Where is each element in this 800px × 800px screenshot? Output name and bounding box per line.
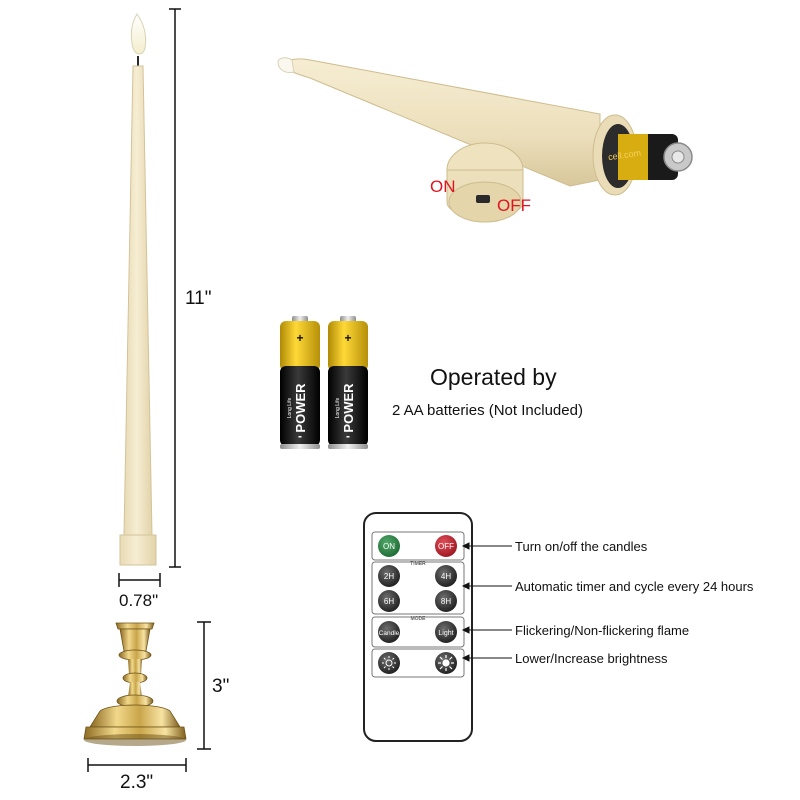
remote-off-label: OFF — [438, 542, 454, 551]
callout-arrows — [461, 542, 512, 662]
battery-2-minus: - — [346, 429, 350, 443]
remote-off-button — [435, 535, 457, 557]
battery-1: + POWER Long Life - — [280, 316, 320, 449]
remote-brightness-down-button — [378, 652, 400, 674]
switch-off-label: OFF — [497, 196, 531, 215]
remote-2h-button — [378, 565, 400, 587]
battery-2-brand: POWER — [341, 383, 356, 433]
brightness-up-icon — [438, 655, 454, 671]
remote-4h-button — [435, 565, 457, 587]
battery-2-small: Long Life — [335, 397, 341, 418]
battery-1-plus: + — [296, 331, 303, 345]
callout-timer: Automatic timer and cycle every 24 hours — [515, 579, 754, 594]
power-switch — [476, 195, 490, 203]
candle-illustration — [119, 13, 157, 566]
remote-on-button — [378, 535, 400, 557]
brightness-down-icon — [382, 656, 396, 670]
callout-brightness: Lower/Increase brightness — [515, 651, 668, 666]
remote-mode-label: MODE — [411, 616, 427, 622]
holder-height-dimension-line — [197, 621, 211, 750]
battery-1-minus: - — [298, 429, 302, 443]
remote-light-label: Light — [438, 630, 453, 637]
candle-base — [119, 534, 157, 566]
remote-control: ON OFF TIMER 2H 4H 6H 8H MODE Candle Lig… — [363, 512, 473, 742]
remote-8h-button — [435, 590, 457, 612]
remote-light-button — [435, 621, 457, 643]
aa-batteries: + POWER Long Life - + POWER Long Life - — [280, 316, 368, 449]
battery-compartment-illustration — [277, 57, 693, 223]
battery-2: + POWER Long Life - — [328, 316, 368, 449]
battery-2-plus: + — [344, 331, 351, 345]
remote-6h-label: 6H — [384, 597, 394, 606]
holder-base-label: 2.3" — [120, 772, 154, 793]
remote-candle-button — [378, 621, 400, 643]
remote-4h-label: 4H — [441, 572, 451, 581]
remote-candle-label: Candle — [379, 630, 400, 637]
candle-holder — [83, 622, 187, 746]
remote-2h-label: 2H — [384, 572, 394, 581]
remote-8h-label: 8H — [441, 597, 451, 606]
remote-on-label: ON — [383, 542, 395, 551]
battery-1-brand: POWER — [293, 383, 308, 433]
callout-power: Turn on/off the candles — [515, 539, 648, 554]
aa-battery-in-compartment — [618, 134, 693, 180]
switch-on-label: ON — [430, 177, 456, 196]
battery-cap — [446, 142, 524, 223]
height-dimension-line — [169, 8, 181, 568]
diameter-label: 0.78" — [119, 591, 159, 610]
holder-base-dimension-line — [87, 758, 187, 772]
diameter-dimension-line — [118, 573, 161, 587]
holder-height-label: 3" — [212, 676, 230, 697]
height-label: 11" — [185, 288, 212, 309]
remote-6h-button — [378, 590, 400, 612]
operated-subtitle: 2 AA batteries (Not Included) — [392, 402, 583, 419]
remote-timer-label: TIMER — [410, 561, 426, 567]
candle-flame — [130, 13, 147, 55]
callout-mode: Flickering/Non-flickering flame — [515, 623, 690, 638]
battery-1-small: Long Life — [287, 397, 293, 418]
operated-title: Operated by — [430, 364, 557, 390]
candle-body — [123, 65, 153, 536]
